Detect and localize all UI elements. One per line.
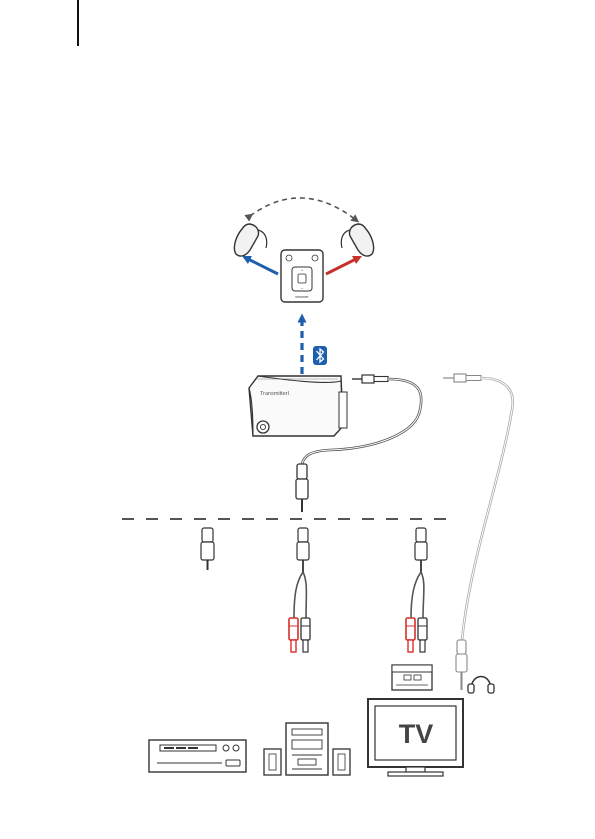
hifi-amplifier-icon	[149, 740, 246, 772]
tv-icon: TV	[368, 699, 463, 776]
rca-adapter-right	[411, 528, 427, 618]
rca-plug-icon	[418, 618, 427, 652]
rca-plug-icon	[301, 618, 310, 652]
tv-label: TV	[399, 719, 434, 749]
stream-arrow-right	[326, 258, 358, 274]
headphones-icon	[468, 677, 494, 694]
stereo-system-icon	[264, 723, 350, 775]
jack-plug-icon	[296, 464, 308, 512]
transmitter-label: TransmitterI	[260, 391, 290, 397]
bluetooth-icon	[313, 346, 327, 365]
hearing-aid-right-icon	[341, 224, 373, 256]
jack-plug-icon	[352, 375, 388, 383]
hearing-aid-left-icon	[234, 224, 266, 256]
headphone-extension-cable	[462, 378, 513, 640]
rca-adapter-center	[294, 528, 309, 618]
rca-plug-icon	[406, 618, 415, 652]
remote-control-icon: + − streamer	[281, 250, 323, 302]
rca-plug-icon	[289, 618, 298, 652]
jack-plug-icon	[443, 374, 481, 382]
jack-plug-icon	[456, 640, 467, 690]
stream-arrow-left	[246, 258, 278, 274]
ear-to-ear-arc	[250, 198, 356, 220]
remote-label: streamer	[295, 295, 309, 299]
transmitter-icon: TransmitterI	[249, 376, 347, 436]
set-top-box-icon	[392, 665, 432, 690]
jack-plug-icon	[201, 528, 214, 570]
